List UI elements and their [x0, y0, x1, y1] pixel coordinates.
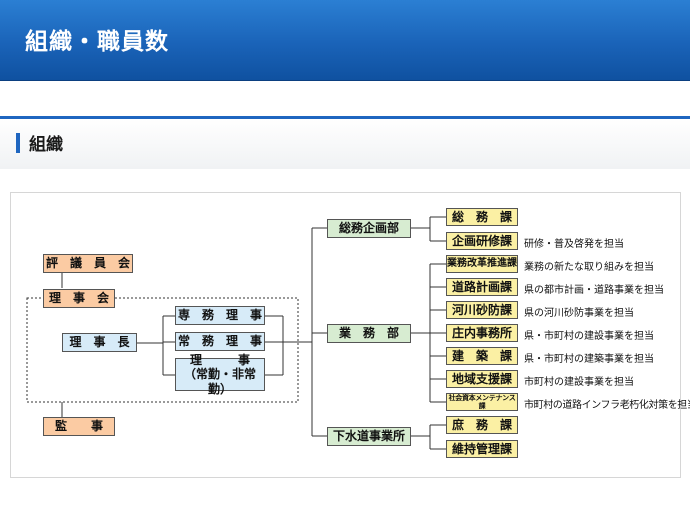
section-shonai: 庄内事務所	[446, 324, 518, 342]
section-kasen-sabo: 河川砂防課	[446, 301, 518, 319]
section-soumu: 総 務 課	[446, 208, 518, 226]
section-note: 市町村の道路インフラ老朽化対策を担当	[524, 400, 690, 411]
section-iji-kanri: 維持管理課	[446, 440, 518, 458]
section-gyomu-kaikaku: 業務改革推進課	[446, 255, 518, 273]
chairman-box: 理 事 長	[62, 333, 137, 352]
auditor-box: 監 事	[43, 417, 115, 436]
section-doro-keikaku: 道路計画課	[446, 278, 518, 296]
council-box: 評 議 員 会	[43, 254, 133, 273]
section-kenchiku: 建 築 課	[446, 347, 518, 365]
section-accent-bar	[16, 133, 20, 153]
section-note: 県の都市計画・道路事業を担当	[524, 285, 664, 296]
dept-gyomu: 業 務 部	[327, 324, 411, 343]
section-note: 業務の新たな取り組みを担当	[524, 262, 654, 273]
section-note: 県・市町村の建設事業を担当	[524, 331, 654, 342]
director-box: 理 事 （常勤・非常勤）	[175, 353, 265, 396]
section-note: 市町村の建設事業を担当	[524, 377, 634, 388]
section-note: 県・市町村の建築事業を担当	[524, 354, 654, 365]
section-note: 研修・普及啓発を担当	[524, 239, 624, 250]
section-note: 県の河川砂防事業を担当	[524, 308, 634, 319]
senmu-director-box: 専 務 理 事	[175, 306, 265, 325]
dept-soumu-kikaku: 総務企画部	[327, 219, 411, 238]
section-header: 組織	[0, 116, 690, 169]
page-title: 組織・職員数	[25, 29, 169, 55]
board-box: 理 事 会	[43, 289, 115, 308]
section-chiiki-shien: 地域支援課	[446, 370, 518, 388]
dept-gesuido: 下水道事業所	[327, 427, 411, 446]
director-subtitle: （常勤・非常勤）	[183, 367, 256, 396]
page-header: 組織・職員数	[0, 0, 690, 81]
board-region-outline	[26, 297, 299, 403]
section-title: 組織	[29, 135, 63, 155]
director-title: 理 事	[189, 352, 250, 367]
section-infra-maintenance: 社会資本メンテナンス課	[446, 393, 518, 411]
section-kikaku-kenshu: 企画研修課	[446, 232, 518, 250]
section-shomu: 庶 務 課	[446, 416, 518, 434]
joumu-director-box: 常 務 理 事	[175, 332, 265, 351]
